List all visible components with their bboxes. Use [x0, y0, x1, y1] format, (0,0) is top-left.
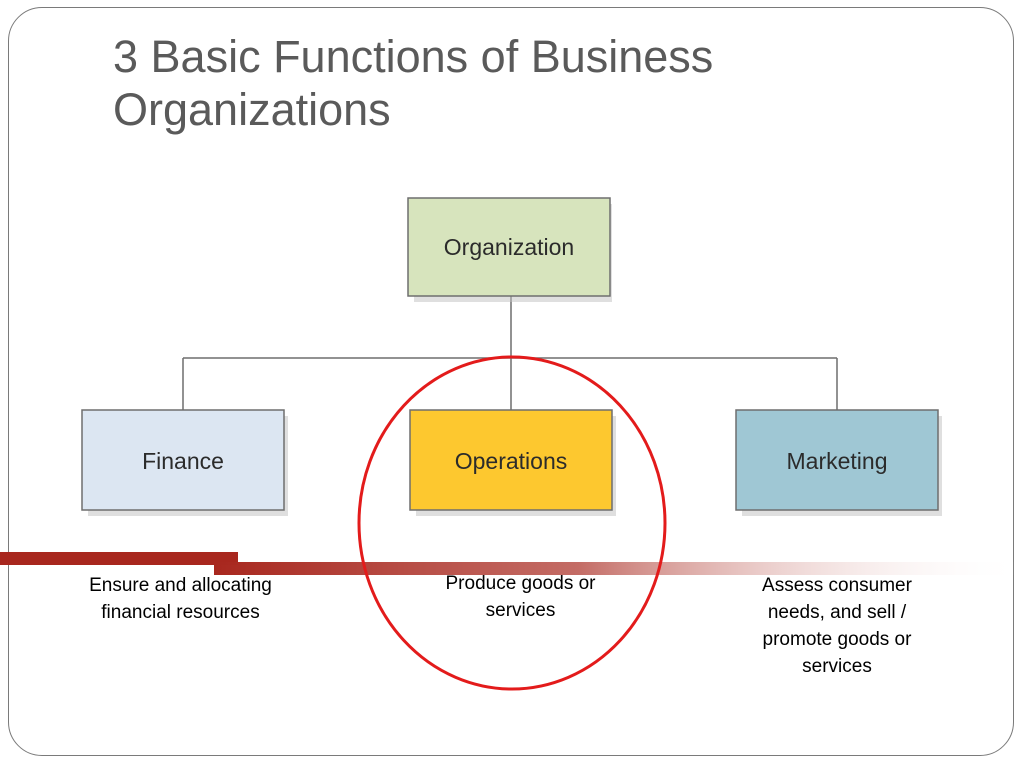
node-marketing: Marketing: [735, 409, 942, 516]
node-marketing-box: [735, 409, 939, 511]
node-finance: Finance: [81, 409, 288, 516]
node-organization-label: Organization: [444, 234, 574, 260]
operations-description: Produce goods or services: [445, 573, 596, 621]
marketing-description: Assess consumer needs, and sell / promot…: [762, 575, 912, 677]
node-organization-box: [407, 197, 611, 297]
node-operations-label: Operations: [455, 448, 568, 474]
connector-lines: [182, 296, 838, 410]
node-finance-label: Finance: [142, 448, 224, 474]
node-operations-box: [409, 409, 613, 511]
node-operations: Operations: [409, 409, 616, 516]
node-organization: Organization: [407, 197, 612, 302]
accent-bar-fade: [214, 562, 1024, 575]
node-finance-box: [81, 409, 285, 511]
accent-bar-left: [0, 552, 238, 565]
finance-description: Ensure and allocating financial resource…: [89, 575, 272, 623]
slide-title: 3 Basic Functions of Business Organizati…: [113, 31, 714, 135]
highlight-circle: [357, 355, 667, 691]
node-marketing-label: Marketing: [787, 448, 888, 474]
